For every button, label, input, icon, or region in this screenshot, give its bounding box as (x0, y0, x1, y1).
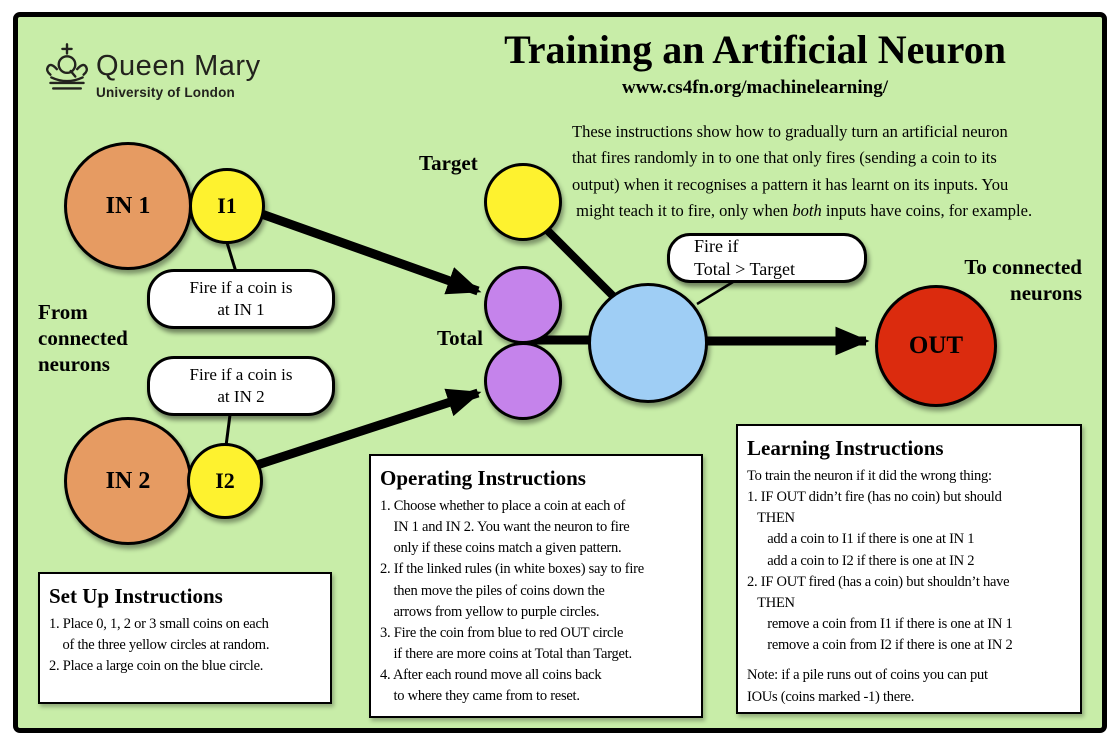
total-circle-2 (484, 342, 562, 420)
intro-part1: These instructions show how to gradually… (572, 122, 1009, 221)
setup-instructions-box: Set Up Instructions 1. Place 0, 1, 2 or … (38, 572, 332, 704)
weight-circle-i1: I1 (189, 168, 265, 244)
output-circle: OUT (875, 285, 997, 407)
input-circle-in2: IN 2 (64, 417, 192, 545)
total-circle-1 (484, 266, 562, 344)
i1-label: I1 (217, 193, 237, 218)
learning-instructions-note: Note: if a pile runs out of coins you ca… (747, 667, 988, 705)
setup-instructions-body: 1. Place 0, 1, 2 or 3 small coins on eac… (49, 616, 270, 675)
crown-icon (45, 43, 89, 90)
input-circle-in1: IN 1 (64, 142, 192, 270)
in2-label: IN 2 (105, 467, 151, 494)
operating-instructions-box: Operating Instructions 1. Choose whether… (369, 454, 703, 718)
rule-fire-if-coin-in2: Fire if a coin is at IN 2 (147, 356, 335, 416)
learning-instructions-body: To train the neuron if it did the wrong … (747, 468, 1013, 654)
out-label: OUT (908, 332, 964, 359)
from-connected-neurons-label: From connected neurons (38, 300, 128, 376)
rule-fire-total-target: Fire if Total > Target (667, 233, 867, 283)
in1-label: IN 1 (105, 192, 151, 219)
intro-emphasis: both (792, 201, 822, 221)
operating-instructions-body: 1. Choose whether to place a coin at eac… (380, 498, 644, 705)
total-label: Total (437, 326, 483, 350)
intro-paragraph: These instructions show how to gradually… (572, 119, 1117, 225)
website-url: www.cs4fn.org/machinelearning/ (622, 77, 888, 98)
logo-subtitle: University of London (96, 85, 235, 100)
header: Training an Artificial Neuron www.cs4fn.… (420, 28, 1090, 99)
intro-part2: inputs have coins, for example. (821, 201, 1033, 221)
logo-name: Queen Mary (96, 50, 261, 82)
learning-instructions-box: Learning Instructions To train the neuro… (736, 424, 1082, 714)
weight-circle-i2: I2 (187, 443, 263, 519)
target-circle (484, 163, 562, 241)
logo: Queen Mary University of London (96, 50, 261, 101)
target-label: Target (419, 151, 478, 175)
neuron-circle (588, 283, 708, 403)
page-title: Training an Artificial Neuron (504, 27, 1006, 72)
operating-instructions-title: Operating Instructions (380, 466, 586, 490)
i2-label: I2 (215, 468, 235, 493)
setup-instructions-title: Set Up Instructions (49, 584, 223, 608)
rule-fire-if-coin-in1: Fire if a coin is at IN 1 (147, 269, 335, 329)
to-connected-neurons-label: To connected neurons (964, 255, 1082, 305)
learning-instructions-title: Learning Instructions (747, 436, 944, 460)
